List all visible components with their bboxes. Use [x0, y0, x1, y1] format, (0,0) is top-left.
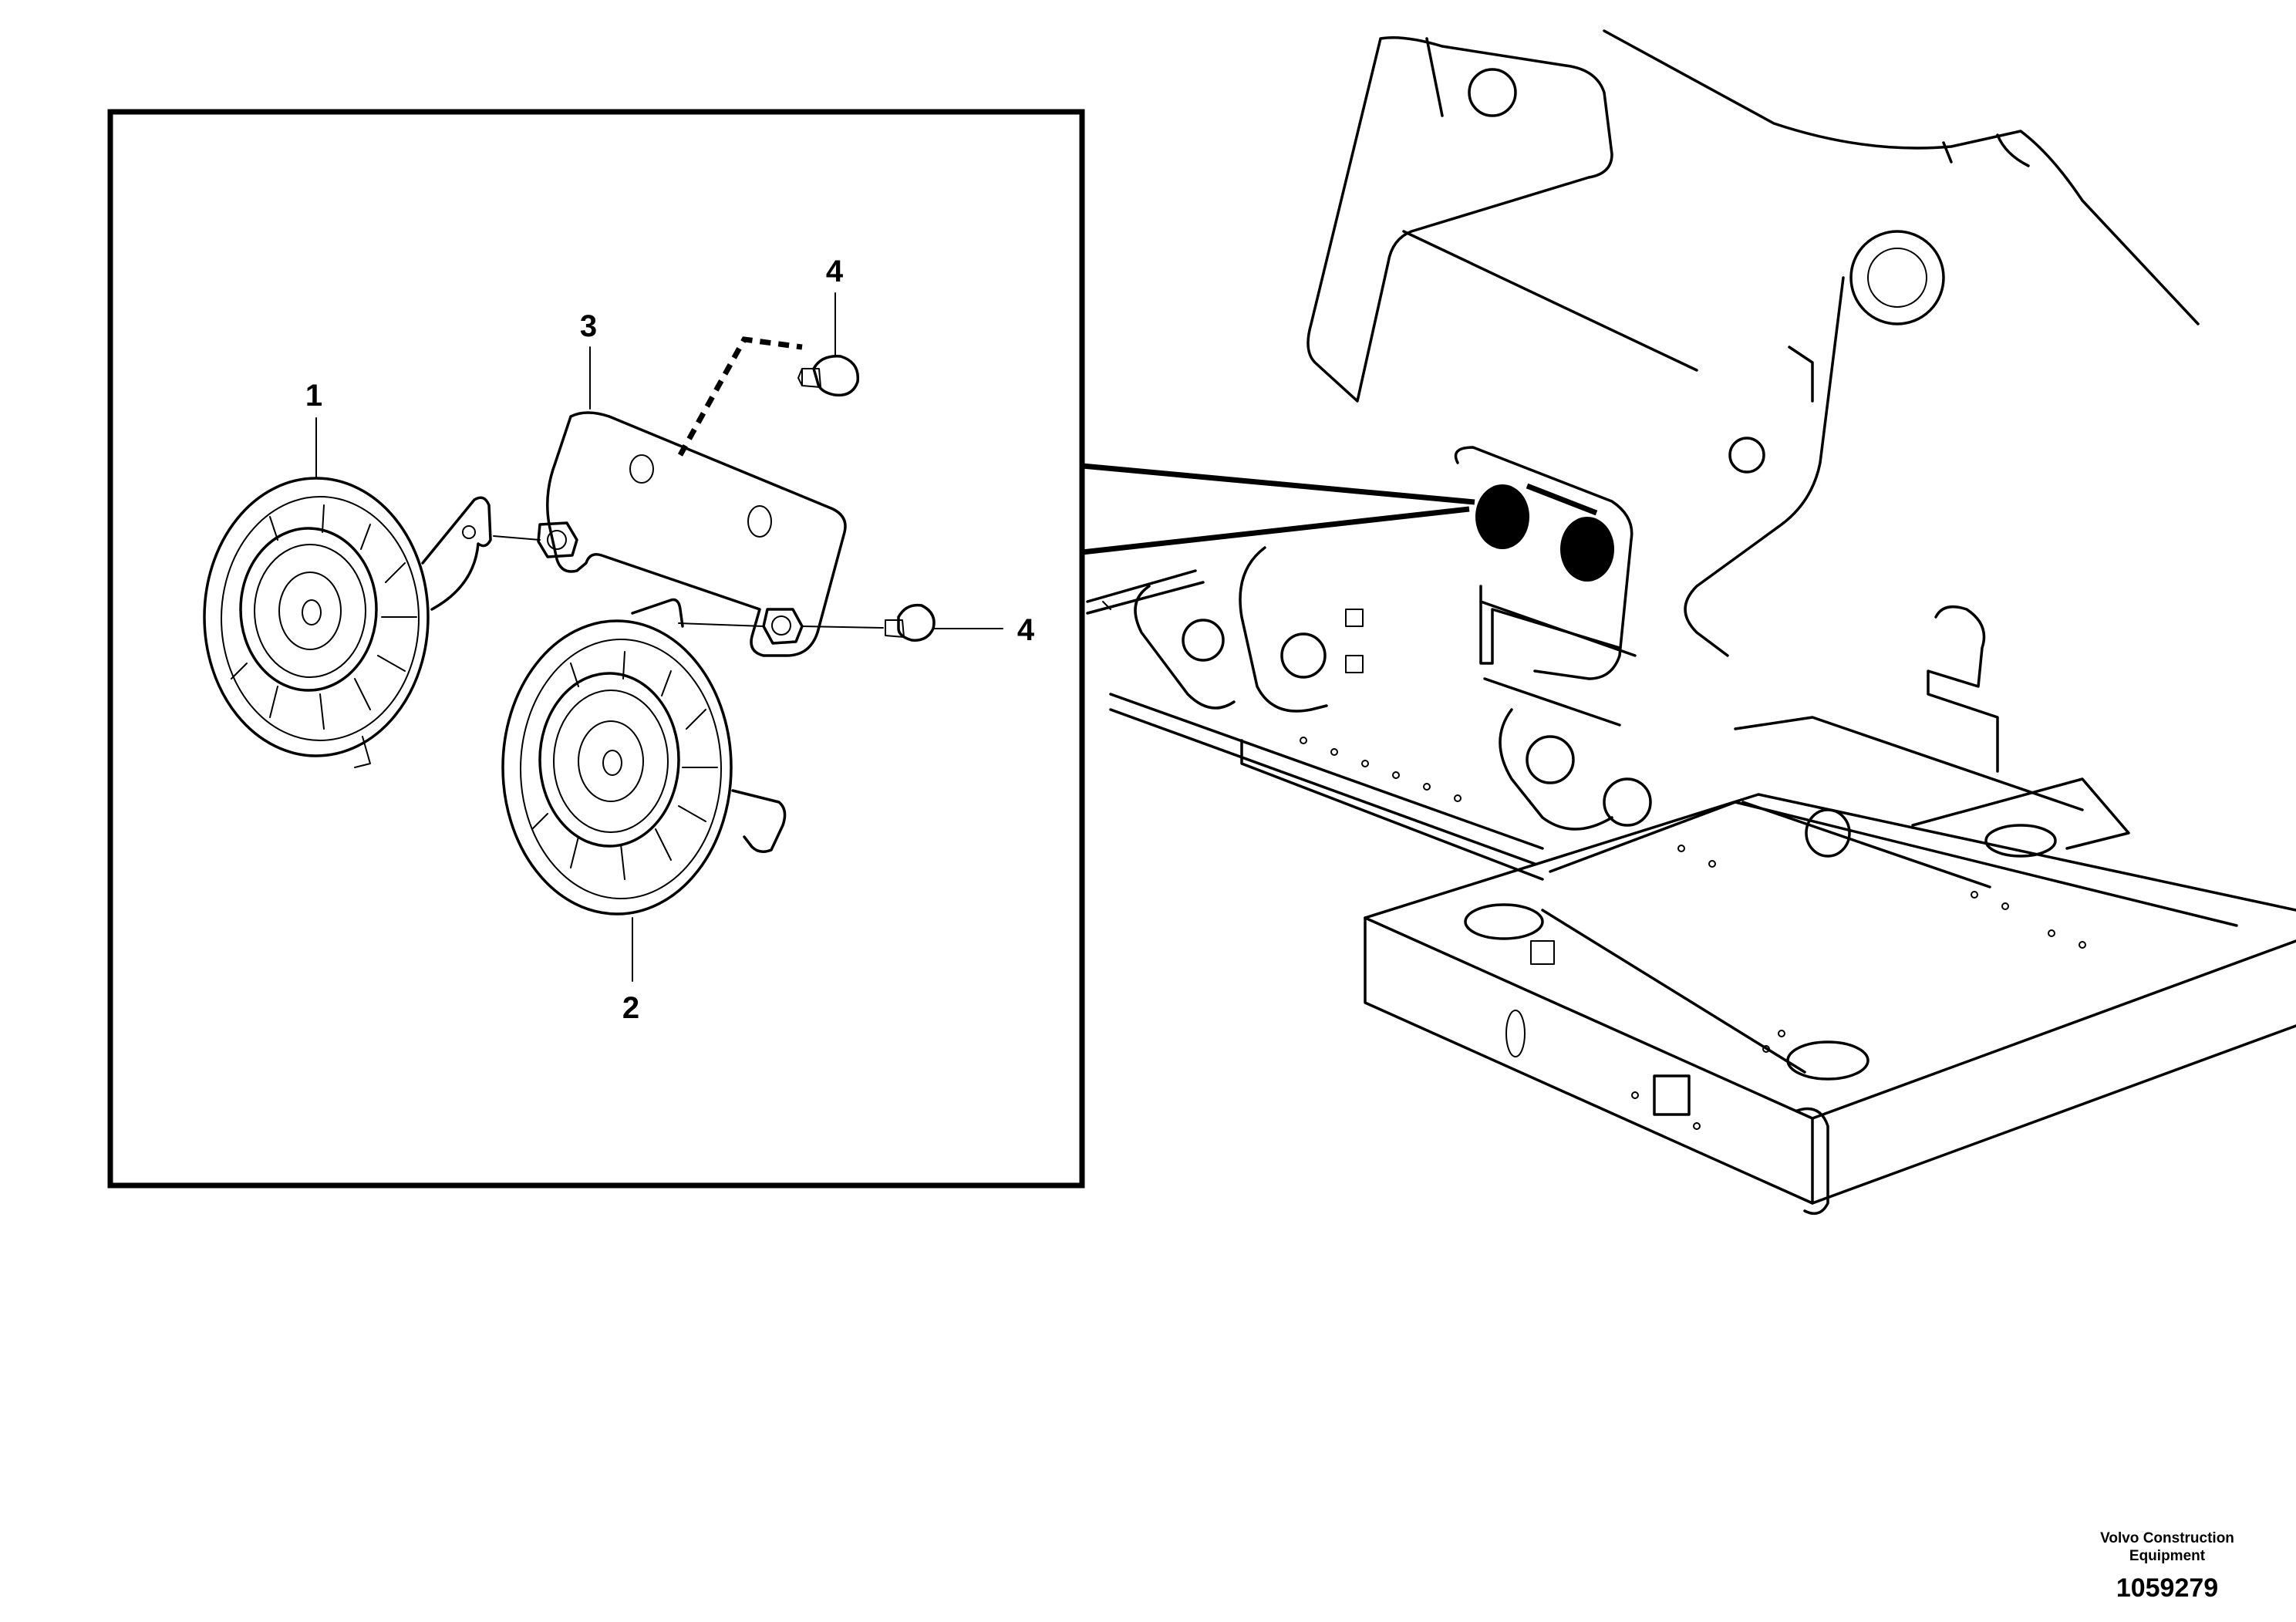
callout-4-upper: 4 — [826, 255, 844, 356]
bolt-4-upper — [677, 336, 860, 457]
svg-text:4: 4 — [826, 255, 844, 288]
callout-3: 3 — [580, 309, 597, 410]
callout-2: 2 — [622, 917, 639, 1025]
horn-location-marker-2 — [1560, 517, 1614, 582]
bolt-4-lower — [801, 603, 936, 642]
machine-frame-context — [1086, 29, 2296, 1216]
manufacturer-line-1: Volvo Construction — [2100, 1530, 2234, 1546]
detail-frame — [107, 109, 1085, 1189]
svg-text:2: 2 — [622, 991, 639, 1025]
manufacturer-name: Volvo Construction Equipment — [2052, 1529, 2283, 1565]
svg-text:4: 4 — [1017, 613, 1035, 647]
horn-1 — [203, 477, 492, 768]
manufacturer-line-2: Equipment — [2129, 1548, 2206, 1564]
bracket-3 — [493, 411, 847, 657]
document-number: 1059279 — [2116, 1573, 2219, 1603]
detail-leader-lines — [1081, 463, 1475, 555]
callout-1: 1 — [305, 379, 322, 479]
callout-4-lower: 4 — [932, 613, 1035, 647]
horn-location-marker-1 — [1475, 484, 1529, 549]
horn-2 — [501, 598, 787, 916]
svg-text:3: 3 — [580, 309, 597, 343]
chassis-holes — [1300, 737, 2086, 1130]
svg-text:1: 1 — [305, 379, 322, 413]
